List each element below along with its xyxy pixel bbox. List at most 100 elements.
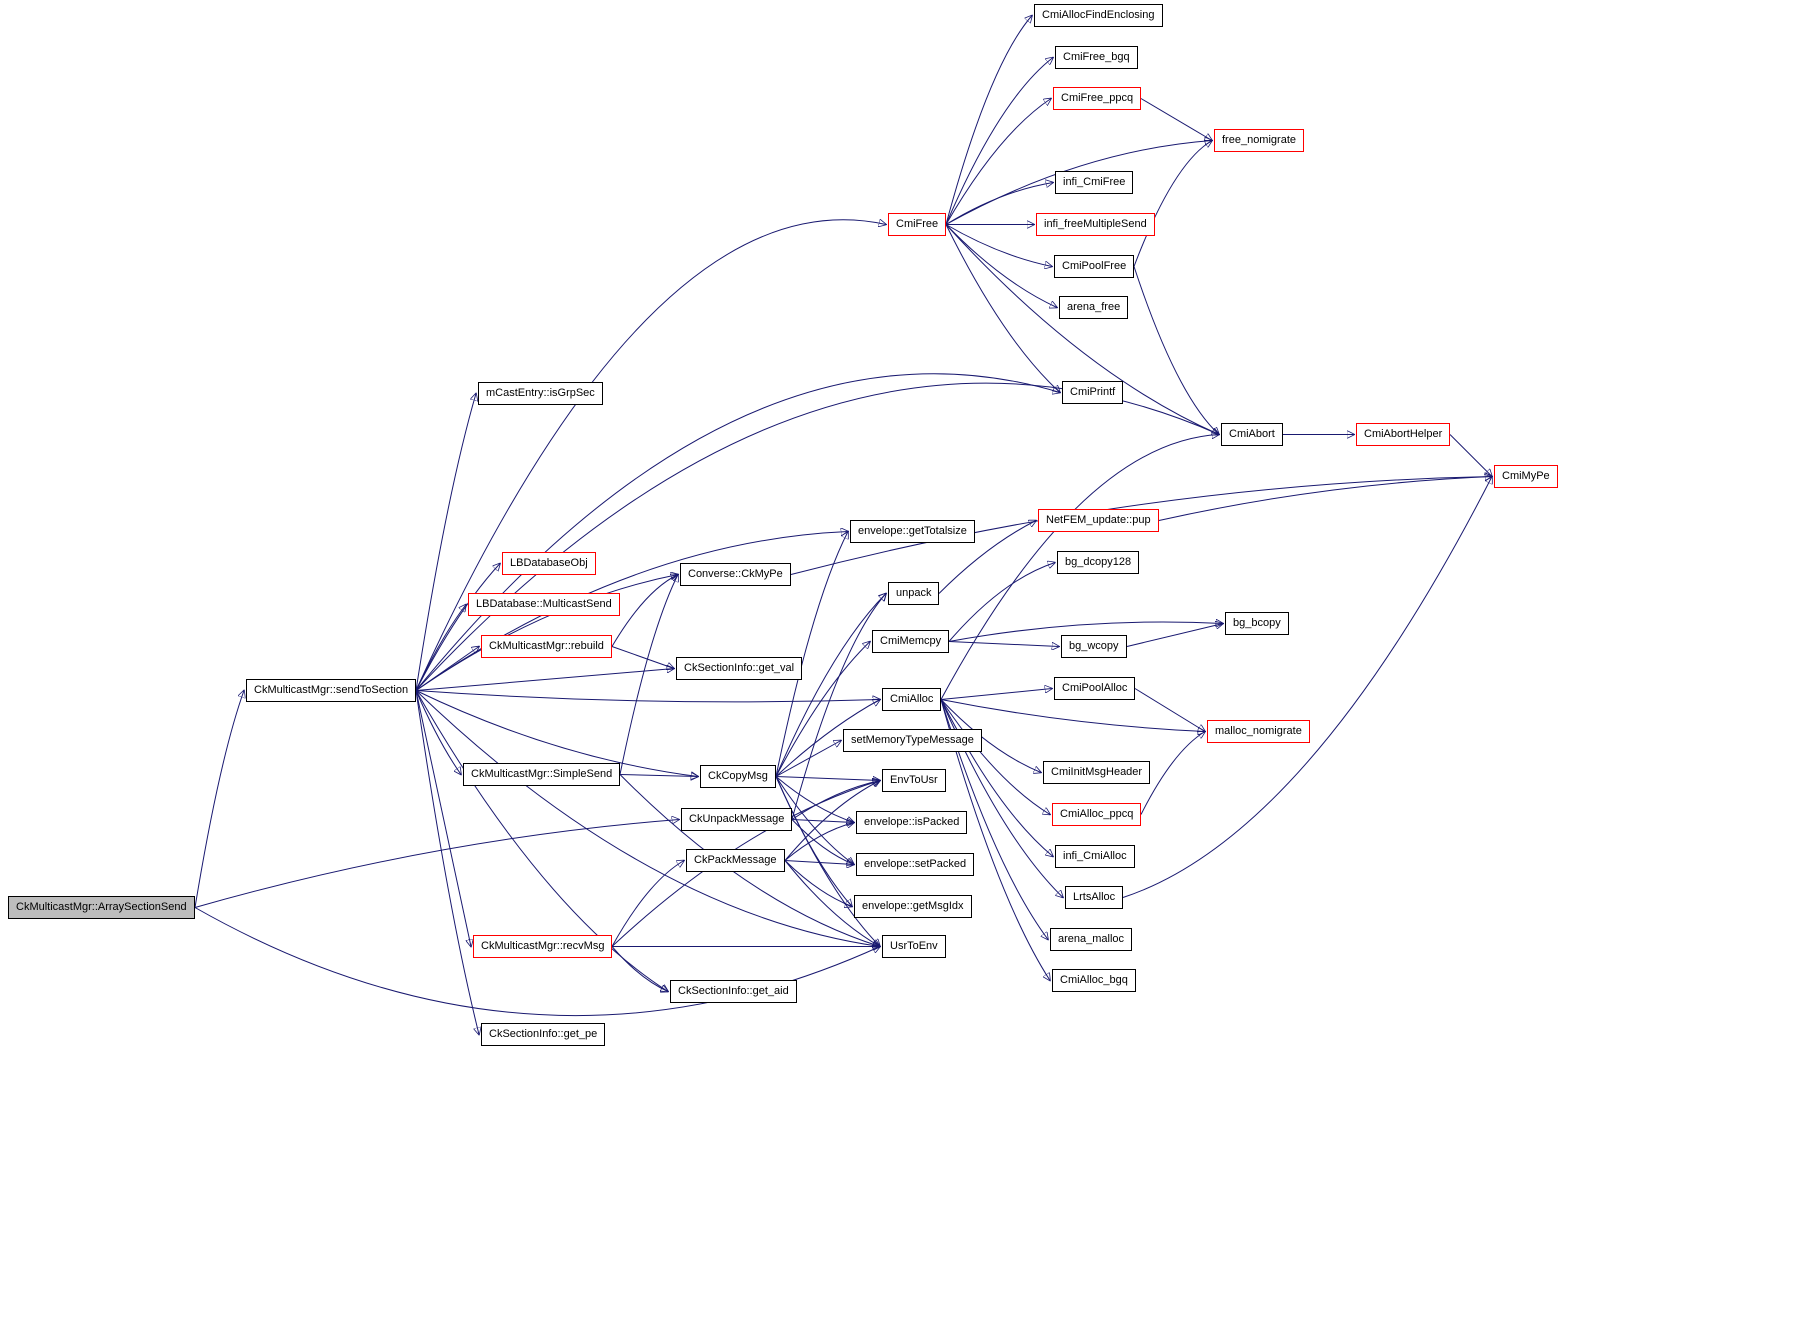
node-unpack[interactable]: unpack	[888, 582, 940, 605]
node-infi-freemultiplesend[interactable]: infi_freeMultipleSend	[1036, 213, 1155, 236]
edge-ckCopyMsg-usrToEnv	[775, 776, 880, 947]
edge-cmiAlloc-cmiAbort	[940, 435, 1219, 700]
node-cmialloc-ppcq[interactable]: CmiAlloc_ppcq	[1052, 803, 1142, 826]
node-ispacked[interactable]: envelope::isPacked	[856, 811, 968, 834]
node-arena-malloc[interactable]: arena_malloc	[1050, 928, 1133, 951]
edge-cmiFree-cmiPoolFree	[945, 224, 1052, 267]
node-netfem-update-pup[interactable]: NetFEM_update::pup	[1038, 509, 1159, 532]
edge-cmiFree-freeNomigrate	[945, 141, 1212, 225]
node-cmiallocfindenclosing[interactable]: CmiAllocFindEnclosing	[1034, 4, 1163, 27]
node-simplesend[interactable]: CkMulticastMgr::SimpleSend	[463, 763, 621, 786]
edge-ckPackMessage-envToUsr	[784, 781, 880, 861]
node-bg-dcopy128[interactable]: bg_dcopy128	[1057, 551, 1140, 574]
node-cmiaborthelper[interactable]: CmiAbortHelper	[1356, 423, 1451, 446]
edge-ckCopyMsg-getTotalsize	[775, 532, 848, 777]
edge-sendToSection-lbDatabaseObj	[415, 564, 500, 691]
edge-ckCopyMsg-cmiMemcpy	[775, 642, 870, 777]
node-sendtosection[interactable]: CkMulticastMgr::sendToSection	[246, 679, 417, 702]
edge-cmiFree-arenaFree	[945, 224, 1057, 308]
edge-sendToSection-ckCopyMsg	[415, 690, 698, 777]
node-cmipoolfree[interactable]: CmiPoolFree	[1054, 255, 1135, 278]
edge-ckCopyMsg-envToUsr	[775, 776, 880, 781]
edge-arraySectionSend-sendToSection	[194, 691, 244, 908]
edge-cmiFree-cmiPrintf	[945, 224, 1060, 393]
edge-cmiAlloc-cmiAllocPpcq	[940, 699, 1050, 815]
node-rebuild[interactable]: CkMulticastMgr::rebuild	[481, 635, 612, 658]
node-cmimype[interactable]: CmiMyPe	[1494, 465, 1558, 488]
node-getmsgidx[interactable]: envelope::getMsgIdx	[854, 895, 972, 918]
edge-sendToSection-isGrpSec	[415, 394, 476, 691]
node-cmialloc-bgq[interactable]: CmiAlloc_bgq	[1052, 969, 1136, 992]
node-ckunpackmessage[interactable]: CkUnpackMessage	[681, 808, 793, 831]
node-setpacked[interactable]: envelope::setPacked	[856, 853, 975, 876]
edge-simpleSend-converseCkMyPe	[619, 575, 678, 775]
node-cmiabort[interactable]: CmiAbort	[1221, 423, 1283, 446]
node-cmifree[interactable]: CmiFree	[888, 213, 947, 236]
node-get-aid[interactable]: CkSectionInfo::get_aid	[670, 980, 797, 1003]
edge-cmiPoolFree-cmiAbort	[1133, 266, 1219, 435]
edge-ckPackMessage-usrToEnv	[784, 860, 880, 947]
node-recvmsg[interactable]: CkMulticastMgr::recvMsg	[473, 935, 613, 958]
node-get-val[interactable]: CkSectionInfo::get_val	[676, 657, 803, 680]
edge-sendToSection-recvMsg	[415, 690, 471, 947]
node-arraysectionsend: CkMulticastMgr::ArraySectionSend	[8, 896, 195, 919]
edge-sendToSection-cmiAlloc	[415, 690, 880, 702]
node-isgrpsec[interactable]: mCastEntry::isGrpSec	[478, 382, 603, 405]
node-ckpackmessage[interactable]: CkPackMessage	[686, 849, 785, 872]
node-lbdatabaseobj[interactable]: LBDatabaseObj	[502, 552, 596, 575]
edge-simpleSend-usrToEnv	[619, 774, 880, 947]
node-cmiinitmsgheader[interactable]: CmiInitMsgHeader	[1043, 761, 1151, 784]
edge-rebuild-getVal	[611, 646, 674, 669]
node-envtousr[interactable]: EnvToUsr	[882, 769, 946, 792]
node-gettotalsize[interactable]: envelope::getTotalsize	[850, 520, 975, 543]
node-lrtsalloc[interactable]: LrtsAlloc	[1065, 886, 1124, 909]
edge-rebuild-converseCkMyPe	[611, 575, 678, 647]
node-multicastsend[interactable]: LBDatabase::MulticastSend	[468, 593, 620, 616]
edge-ckCopyMsg-getMsgIdx	[775, 776, 852, 907]
node-bg-wcopy[interactable]: bg_wcopy	[1061, 635, 1127, 658]
edge-cmiFree-cmiAllocFindEnclosing	[945, 16, 1032, 225]
node-free-nomigrate[interactable]: free_nomigrate	[1214, 129, 1304, 152]
edge-netfemPup-cmiMyPe	[1158, 477, 1492, 521]
node-get-pe[interactable]: CkSectionInfo::get_pe	[481, 1023, 606, 1046]
node-ckcopymsg[interactable]: CkCopyMsg	[700, 765, 776, 788]
edge-ckPackMessage-getMsgIdx	[784, 860, 852, 907]
node-cmimemcpy[interactable]: CmiMemcpy	[872, 630, 950, 653]
edge-converseCkMyPe-cmiMyPe	[790, 477, 1492, 575]
edge-bgWcopy-bgBcopy	[1126, 624, 1223, 647]
edge-cmiAlloc-infiCmiAlloc	[940, 699, 1053, 857]
edge-cmiAlloc-cmiInitMsgHeader	[940, 699, 1041, 773]
node-cmialloc[interactable]: CmiAlloc	[882, 688, 942, 711]
edge-cmiPoolFree-freeNomigrate	[1133, 141, 1212, 267]
edge-ckCopyMsg-unpack	[775, 594, 886, 777]
node-cmiprintf[interactable]: CmiPrintf	[1062, 381, 1124, 404]
node-arena-free[interactable]: arena_free	[1059, 296, 1129, 319]
node-cmifree-bgq[interactable]: CmiFree_bgq	[1055, 46, 1138, 69]
node-infi-cmialloc[interactable]: infi_CmiAlloc	[1055, 845, 1135, 868]
node-cmifree-ppcq[interactable]: CmiFree_ppcq	[1053, 87, 1142, 110]
node-usrtoenv[interactable]: UsrToEnv	[882, 935, 946, 958]
edge-sendToSection-simpleSend	[415, 690, 461, 775]
edge-cmiMemcpy-bgWcopy	[948, 641, 1059, 647]
edge-ckPackMessage-setPacked	[784, 860, 854, 865]
node-malloc-nomigrate[interactable]: malloc_nomigrate	[1207, 720, 1310, 743]
edge-cmiPoolAlloc-mallocNomigrate	[1134, 688, 1205, 732]
edge-recvMsg-envToUsr	[611, 781, 880, 947]
edge-unpack-netfemPup	[938, 521, 1036, 594]
edge-cmiAlloc-cmiPoolAlloc	[940, 689, 1052, 700]
edge-ckUnpackMessage-unpack	[791, 594, 886, 820]
edge-cmiMemcpy-bgDcopy128	[948, 563, 1055, 642]
node-setmemorytypemessage[interactable]: setMemoryTypeMessage	[843, 729, 982, 752]
node-cmipoolalloc[interactable]: CmiPoolAlloc	[1054, 677, 1136, 700]
edge-recvMsg-getAid	[611, 946, 668, 992]
edge-cmiMemcpy-bgBcopy	[948, 622, 1223, 642]
node-bg-bcopy[interactable]: bg_bcopy	[1225, 612, 1289, 635]
edge-cmiAlloc-mallocNomigrate	[940, 699, 1205, 732]
node-infi-cmifree[interactable]: infi_CmiFree	[1055, 171, 1134, 194]
edge-cmiFreePpcq-freeNomigrate	[1140, 98, 1212, 141]
edge-simpleSend-ckCopyMsg	[619, 775, 698, 777]
edge-ckCopyMsg-isPacked	[775, 776, 854, 823]
node-converse-ckmype[interactable]: Converse::CkMyPe	[680, 563, 791, 586]
